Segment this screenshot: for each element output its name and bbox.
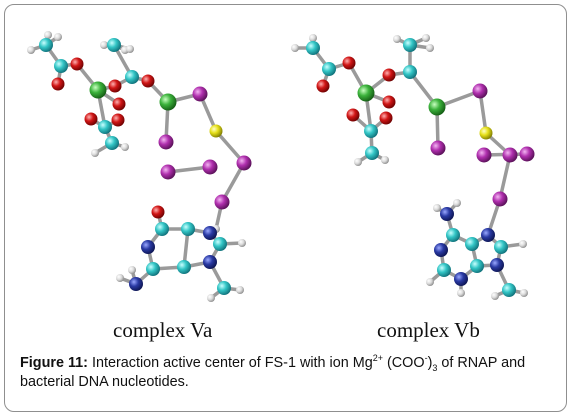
figure-frame (4, 4, 567, 412)
complex-va-atoms (27, 31, 252, 302)
caption-text-1: Interaction active center of FS-1 with i… (87, 355, 373, 371)
caption-sup-1: 2+ (372, 353, 383, 364)
complex-vb-label: complex Vb (377, 318, 480, 342)
complex-vb-atoms (291, 34, 535, 300)
caption-text-4: of RNAP and bacterial DNA nucleotides. (20, 355, 526, 390)
figure-caption: Figure 11: Interaction active center of … (20, 354, 555, 392)
caption-text-3: ) (427, 355, 433, 371)
caption-sub-1: 3 (432, 362, 438, 373)
complex-vb-molecule (291, 34, 535, 300)
complex-va-molecule (27, 31, 252, 302)
caption-sup-2: - (424, 353, 428, 364)
complex-va-label: complex Va (113, 318, 213, 342)
figure-label: Figure 11: (20, 355, 88, 371)
caption-text-2: (COO (383, 355, 425, 371)
